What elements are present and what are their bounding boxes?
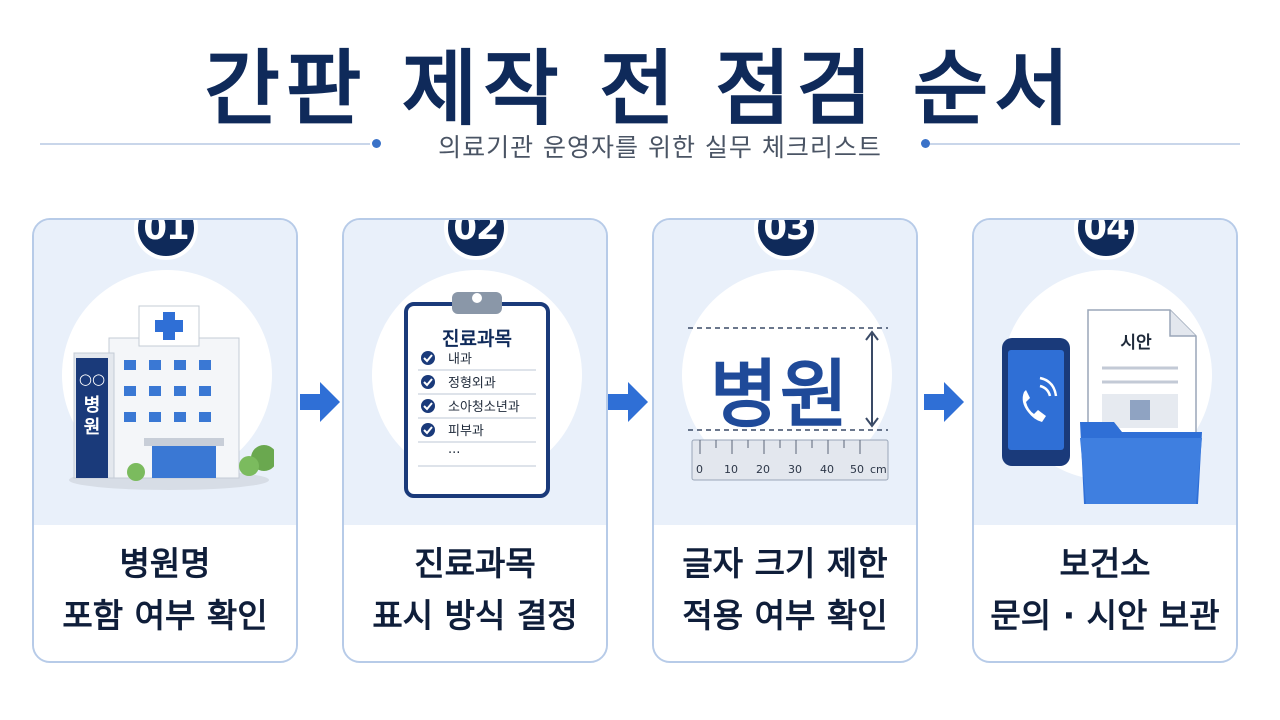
clipboard-item: 피부과 — [448, 424, 484, 439]
step-4-label-line1: 보건소 — [1059, 544, 1151, 583]
subtitle-dot-right — [921, 139, 930, 148]
size-demo-text: 병원 — [709, 352, 851, 438]
card-label-area — [344, 525, 606, 661]
subtitle-row: 의료기관 운영자를 위한 실무 체크리스트 — [40, 128, 1240, 162]
step-card-1: ○○ 병원 01 — [32, 218, 298, 663]
card-label-area — [34, 525, 296, 661]
document-label: 시안 — [1120, 333, 1152, 353]
ruler-tick-label: 50 — [850, 463, 864, 476]
clipboard-more: ... — [448, 442, 461, 457]
page-title: 간판 제작 전 점검 순서 — [204, 42, 1076, 137]
step-1-label-line2: 포함 여부 확인 — [62, 596, 268, 635]
phone-icon — [1002, 338, 1070, 466]
subtitle-dot-left — [372, 139, 381, 148]
step-card-4: 시안 04 — [972, 218, 1238, 663]
clipboard-item: 정형외과 — [448, 376, 496, 391]
ruler-tick-label: 10 — [724, 463, 738, 476]
step-2-label-line2: 표시 방식 결정 — [372, 596, 578, 635]
subtitle-divider-left — [40, 143, 370, 145]
step-3-label-line1: 글자 크기 제한 — [682, 544, 888, 583]
step-number-badge: 03 — [754, 220, 818, 260]
step-card-3: 병원 0 10 20 30 40 50 cm 03 — [652, 218, 918, 663]
arrow-right-icon — [924, 382, 964, 422]
arrow-right-icon — [300, 382, 340, 422]
card-label-area — [974, 525, 1236, 661]
clipboard-item: 소아청소년과 — [448, 400, 520, 415]
page-subtitle: 의료기관 운영자를 위한 실무 체크리스트 — [438, 133, 882, 162]
hospital-building-icon — [69, 305, 274, 490]
hospital-sign-line1: ○○ — [78, 370, 106, 388]
subtitle-divider-right — [930, 143, 1240, 145]
ruler-tick-label: 0 — [696, 463, 703, 476]
ruler-tick-label: 30 — [788, 463, 802, 476]
step-4-label-line2: 문의 · 시안 보관 — [990, 596, 1220, 635]
ruler-unit: cm — [870, 463, 887, 476]
arrow-right-icon — [608, 382, 648, 422]
step-number-badge: 02 — [444, 220, 508, 260]
document-folder-icon — [1080, 309, 1202, 504]
size-measure-icon — [688, 327, 889, 481]
card-label-area — [654, 525, 916, 661]
ruler-tick-label: 40 — [820, 463, 834, 476]
step-2-label-line1: 진료과목 — [414, 544, 536, 583]
clipboard-item: 내과 — [448, 352, 472, 367]
clipboard-icon — [404, 292, 550, 498]
step-3-label-line2: 적용 여부 확인 — [682, 596, 888, 635]
step-1-label-line1: 병원명 — [119, 544, 211, 583]
ruler-tick-label: 20 — [756, 463, 770, 476]
hospital-sign-line2: 병원 — [83, 395, 101, 438]
step-card-2: 진료과목 내과 정형외과 소아청소년과 피부과 ... 02 — [342, 218, 608, 663]
clipboard-title: 진료과목 — [442, 328, 512, 350]
